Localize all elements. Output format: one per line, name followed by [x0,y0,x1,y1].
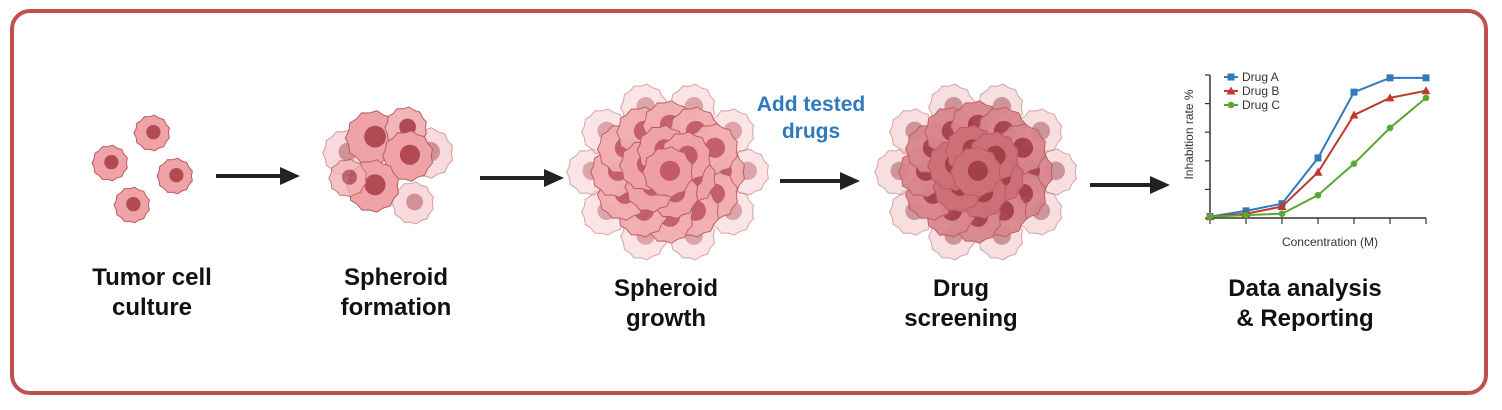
series-drug-b [1205,86,1431,221]
tumor-cell [91,144,128,182]
tumor-cells-illustration [91,114,193,224]
spheroid-formation-illustration [322,106,453,225]
legend-entry: Drug B [1224,84,1279,98]
data-point [1386,124,1394,132]
x-axis-label: Concentration (M) [1282,235,1378,249]
tumor-cell [156,157,193,195]
step-label-drug-screening: Drug screening [904,275,1018,332]
data-point [1314,154,1322,162]
data-point [1277,202,1287,211]
arrow-1 [216,167,300,185]
data-point [1314,191,1322,199]
legend-label: Drug A [1242,70,1279,84]
data-point [1313,167,1323,176]
arrow-4 [1090,176,1170,194]
data-point [1386,74,1394,82]
legend-entry: Drug A [1224,70,1279,84]
spheroid-cell [328,158,367,198]
drug-screening-illustration [874,83,1077,261]
data-point [1278,210,1286,218]
data-point [1421,86,1431,95]
arrow-2 [480,169,564,187]
data-point [1227,73,1235,81]
legend-label: Drug B [1242,84,1279,98]
spheroid-cell [642,146,693,198]
spheroid-growth-illustration [566,83,769,261]
legend-label: Drug C [1242,98,1280,112]
data-point [1350,160,1358,167]
y-axis-label: Inhabition rate % [1182,89,1196,179]
data-point [1422,74,1430,82]
data-point [1227,101,1235,109]
legend-entry: Drug C [1224,98,1280,112]
tumor-cell [133,114,170,152]
data-point [1349,110,1359,119]
spheroid-cell [382,130,433,182]
step-label-tumor-cell-culture: Tumor cell culture [92,264,212,321]
spheroid-cell [950,146,1001,198]
data-point [1206,213,1214,220]
step-label-data-analysis: Data analysis & Reporting [1228,275,1382,332]
series-drug-c [1206,94,1430,220]
data-point [1422,94,1430,102]
add-drugs-note: Add tested drugs [756,93,866,143]
inhibition-line-chart: Concentration (M) Inhabition rate % Drug A… [1182,70,1431,249]
tumor-cell [113,186,150,224]
spheroid-cell [391,181,434,225]
data-point [1350,88,1358,96]
step-label-spheroid-formation: Spheroid formation [340,264,452,321]
data-point [1385,93,1395,102]
data-point [1226,86,1236,95]
step-label-spheroid-growth: Spheroid growth [613,275,718,332]
arrow-3 [780,172,860,190]
data-point [1242,211,1250,219]
